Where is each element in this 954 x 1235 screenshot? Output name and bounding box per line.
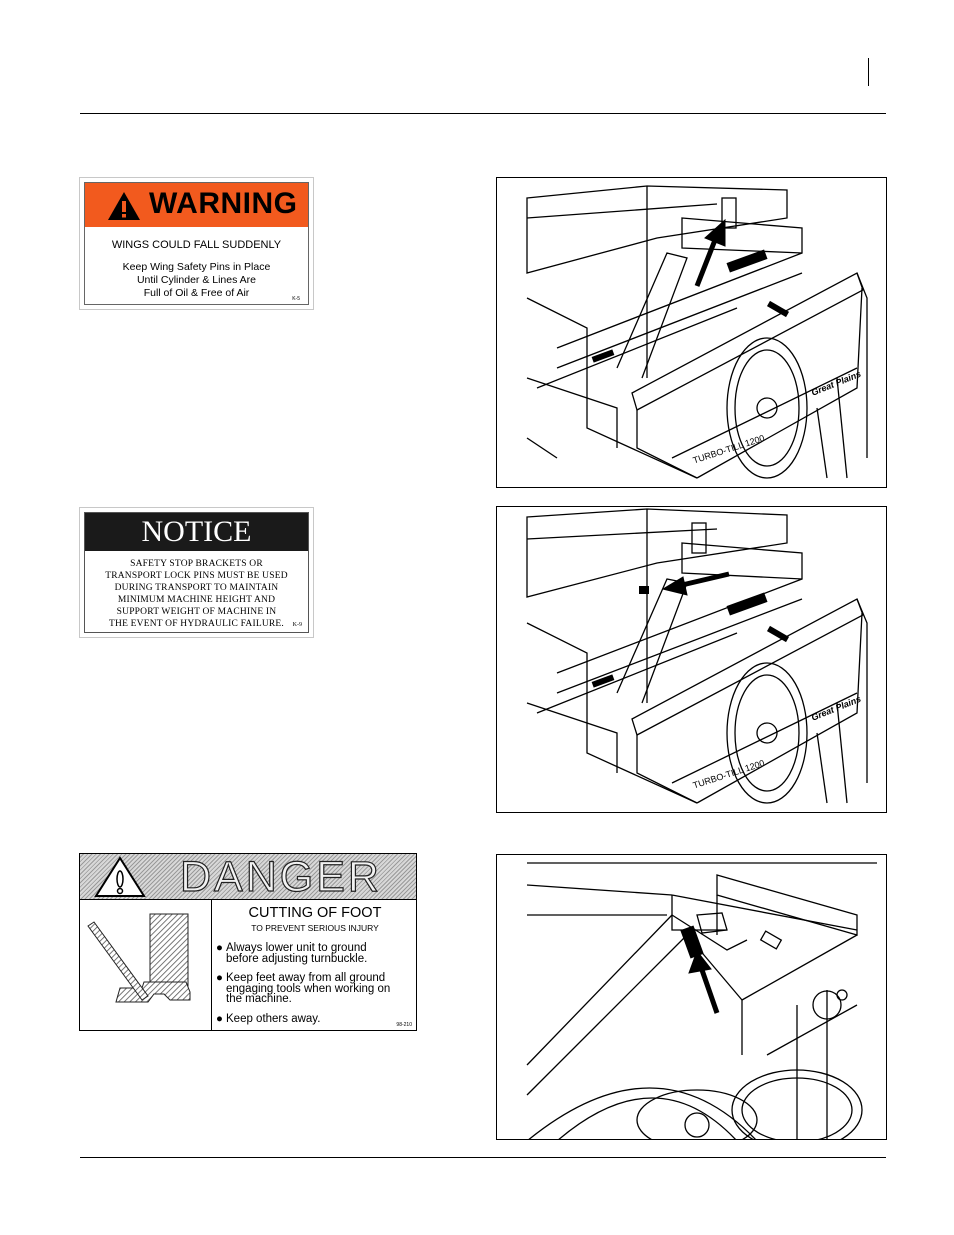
danger-bullet: ●Keep feet away from all ground engaging… [216,972,391,1005]
warning-band: WARNING [85,183,308,227]
danger-bullet: ●Keep others away. [216,1013,321,1025]
danger-band: DANGER [80,853,416,902]
notice-decal: NOTICE SAFETY STOP BRACKETS OR TRANSPORT… [79,507,314,638]
figure-warning-decal-location: TURBO-TILL 1200 Great Plains [496,177,887,488]
header-rule [80,113,886,114]
foot-cutting-pictogram-icon [87,913,191,1003]
notice-line: SUPPORT WEIGHT OF MACHINE IN [116,607,277,617]
warning-decal: WARNING WINGS COULD FALL SUDDENLY Keep W… [79,177,314,310]
machine-frame-illustration: TURBO-TILL 1200 Great Plains [526,185,868,479]
warning-triangle-icon [108,192,140,220]
danger-heading: CUTTING OF FOOT [248,905,382,921]
machine-frame-illustration: TURBO-TILL 1200 Great Plains [526,508,868,804]
warning-title: WARNING [149,187,298,220]
figure-danger-decal-location [496,854,887,1140]
warning-line: Full of Oil & Free of Air [143,287,250,299]
notice-line: MINIMUM MACHINE HEIGHT AND [117,595,276,605]
notice-line: THE EVENT OF HYDRAULIC FAILURE. [109,619,284,629]
header-page-marker [868,58,869,86]
warning-heading: WINGS COULD FALL SUDDENLY [111,239,282,251]
danger-bullet-text: Always lower unit to ground [226,942,367,954]
notice-line: TRANSPORT LOCK PINS MUST BE USED [105,571,288,581]
notice-band: NOTICE [85,513,308,551]
danger-divider [211,899,212,1030]
footer-rule [80,1157,886,1158]
danger-bullet-text: before adjusting turnbuckle. [226,952,368,965]
danger-bullet-text: Keep feet away from all ground [226,972,386,984]
danger-bullet: ●Always lower unit to ground before adju… [216,942,368,965]
notice-code: K-9 [292,622,302,628]
notice-line: DURING TRANSPORT TO MAINTAIN [114,583,279,593]
brand-label: Great Plains [810,369,862,398]
danger-bullet-text: engaging tools when working on [226,982,391,995]
danger-triangle-icon [94,856,146,897]
notice-line: SAFETY STOP BRACKETS OR [130,559,263,569]
danger-code: 98-210 [396,1022,412,1028]
warning-line: Until Cylinder & Lines Are [136,274,257,286]
turnbuckle-illustration [526,862,877,1139]
danger-decal: DANGER CUTTING OF FOOT TO PREVENT SERIOU… [79,853,417,1031]
danger-bullet-text: Keep others away. [226,1013,321,1025]
figure-notice-decal-location: TURBO-TILL 1200 Great Plains [496,506,887,813]
warning-line: Keep Wing Safety Pins in Place [122,261,271,273]
danger-subheading: TO PREVENT SERIOUS INJURY [251,923,379,933]
notice-title: NOTICE [141,515,252,548]
warning-code: K-5 [292,296,300,302]
brand-label: Great Plains [810,694,862,723]
danger-bullet-text: the machine. [226,993,292,1005]
danger-title: DANGER [179,853,382,902]
